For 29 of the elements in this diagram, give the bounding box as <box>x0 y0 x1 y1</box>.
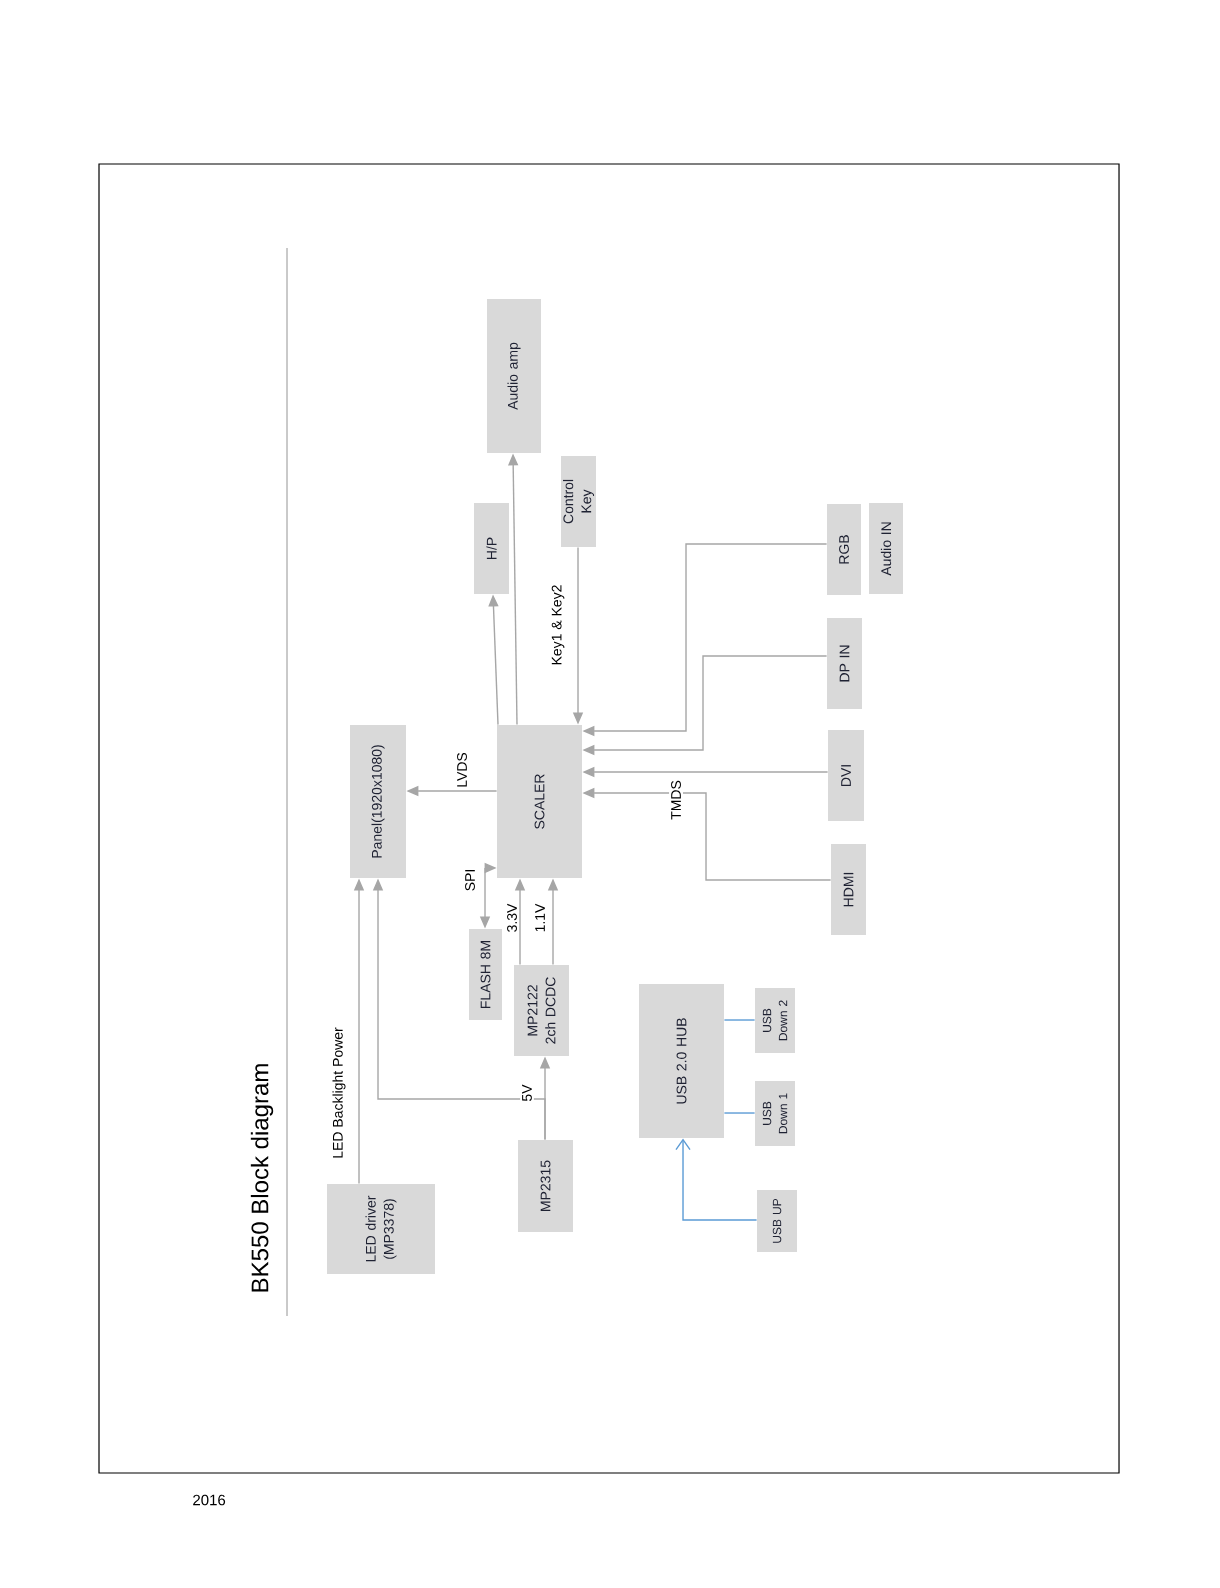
block-box: RGB <box>827 504 861 595</box>
block-box: LED driver (MP3378) <box>327 1184 435 1274</box>
edge-label: TMDS <box>669 778 683 822</box>
edge-label: 1.1V <box>533 901 547 935</box>
block-box: USB 2.0 HUB <box>639 984 724 1138</box>
block-box: FLASH 8M <box>469 929 502 1020</box>
block-box: Audio amp <box>487 299 541 453</box>
block-box: HDMI <box>831 844 866 935</box>
year-note: 2016 <box>193 1494 226 1506</box>
block-box: USB Down 1 <box>755 1081 795 1146</box>
block-box: Panel(1920x1080) <box>350 725 406 878</box>
edge-label: Key1 & Key2 <box>549 582 567 668</box>
edge-label: 3.3V <box>505 901 519 935</box>
edge-label: 5V <box>520 1082 534 1104</box>
edge-label: SPI <box>463 866 477 894</box>
edge-label: LVDS <box>455 750 469 790</box>
block-box: SCALER <box>497 725 582 878</box>
block-box: MP2122 2ch DCDC <box>514 965 569 1056</box>
block-box: DP IN <box>827 618 862 709</box>
block-box: Audio IN <box>869 503 903 594</box>
block-box: MP2315 <box>518 1140 573 1232</box>
block-box: H/P <box>474 503 509 594</box>
block-box: Control Key <box>561 456 596 547</box>
edge-label: LED Backlight Power <box>330 1025 348 1161</box>
block-box: USB Down 2 <box>755 988 795 1053</box>
block-box: USB UP <box>757 1190 797 1252</box>
block-box: DVI <box>828 730 864 821</box>
title: BK550 Block diagram <box>250 1064 274 1292</box>
arrow <box>675 1138 758 1221</box>
